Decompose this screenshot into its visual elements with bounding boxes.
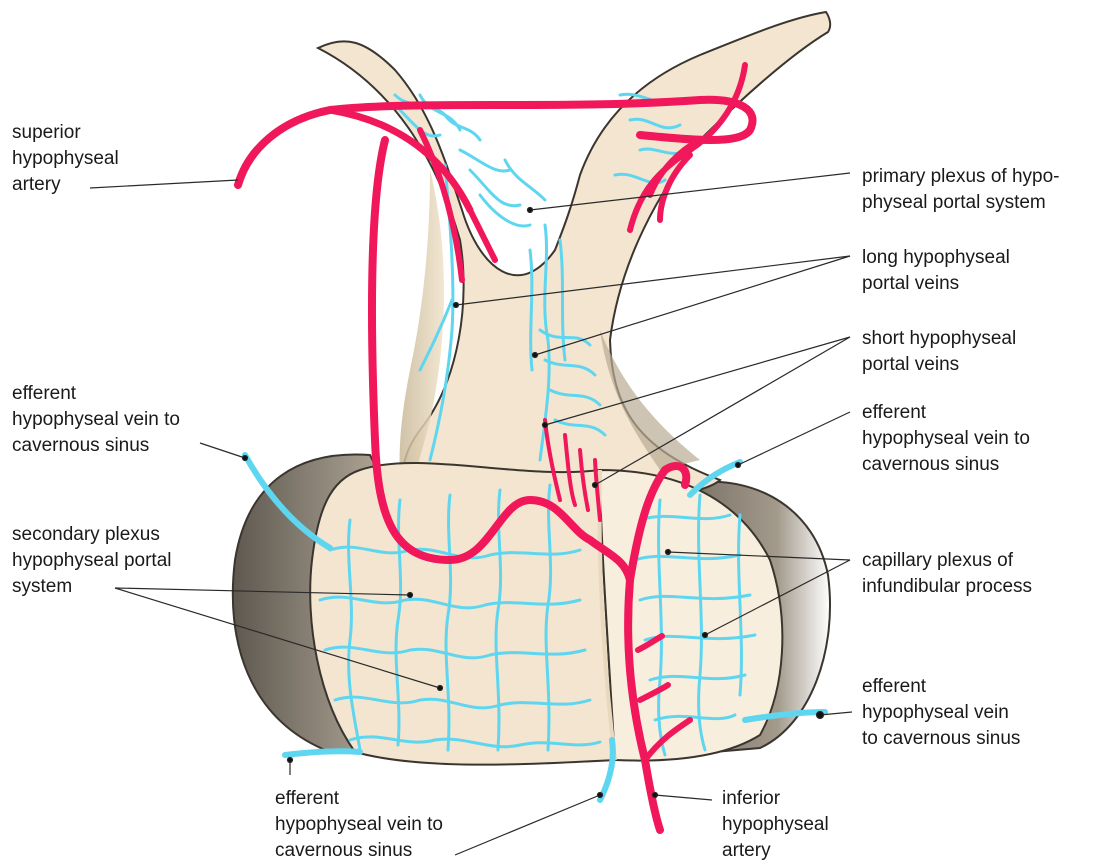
infundibular-stalk: [318, 12, 830, 520]
label-capillary-plexus: capillary plexus of infundibular process: [862, 548, 1032, 600]
label-secondary-plexus: secondary plexus hypophyseal portal syst…: [12, 522, 172, 600]
label-line: artery: [722, 838, 829, 864]
label-line: hypophyseal vein: [862, 700, 1020, 726]
label-line: efferent: [12, 381, 180, 407]
label-line: efferent: [862, 674, 1020, 700]
label-line: hypophyseal: [722, 812, 829, 838]
label-line: infundibular process: [862, 574, 1032, 600]
label-line: artery: [12, 172, 119, 198]
label-line: cavernous sinus: [275, 838, 443, 864]
label-line: system: [12, 574, 172, 600]
label-line: superior: [12, 120, 119, 146]
label-inferior-hypophyseal-artery: inferior hypophyseal artery: [722, 786, 829, 864]
label-line: efferent: [862, 400, 1030, 426]
label-efferent-vein-right-upper: efferent hypophyseal vein to cavernous s…: [862, 400, 1030, 478]
label-line: efferent: [275, 786, 443, 812]
label-line: portal veins: [862, 271, 1010, 297]
label-efferent-vein-bottom: efferent hypophyseal vein to cavernous s…: [275, 786, 443, 864]
label-line: physeal portal system: [862, 190, 1059, 216]
label-line: hypophyseal vein to: [275, 812, 443, 838]
label-line: short hypophyseal: [862, 326, 1016, 352]
label-line: hypophyseal portal: [12, 548, 172, 574]
label-efferent-vein-right-lower: efferent hypophyseal vein to cavernous s…: [862, 674, 1020, 752]
label-line: long hypophyseal: [862, 245, 1010, 271]
label-line: capillary plexus of: [862, 548, 1032, 574]
label-long-portal-veins: long hypophyseal portal veins: [862, 245, 1010, 297]
label-primary-plexus: primary plexus of hypo- physeal portal s…: [862, 164, 1059, 216]
label-superior-hypophyseal-artery: superior hypophyseal artery: [12, 120, 119, 198]
label-line: hypophyseal vein to: [12, 407, 180, 433]
label-line: portal veins: [862, 352, 1016, 378]
label-line: hypophyseal vein to: [862, 426, 1030, 452]
label-line: to cavernous sinus: [862, 726, 1020, 752]
label-line: inferior: [722, 786, 829, 812]
label-line: hypophyseal: [12, 146, 119, 172]
label-line: secondary plexus: [12, 522, 172, 548]
label-line: cavernous sinus: [12, 433, 180, 459]
label-efferent-vein-left: efferent hypophyseal vein to cavernous s…: [12, 381, 180, 459]
label-line: cavernous sinus: [862, 452, 1030, 478]
label-line: primary plexus of hypo-: [862, 164, 1059, 190]
label-short-portal-veins: short hypophyseal portal veins: [862, 326, 1016, 378]
